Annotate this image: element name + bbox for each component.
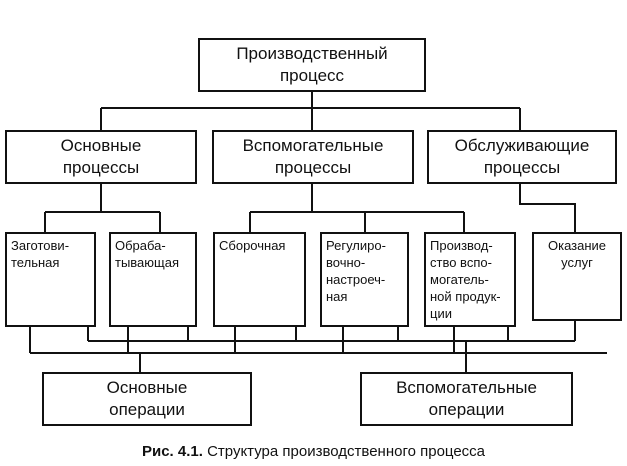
leaf-line: могатель- — [430, 272, 489, 287]
connector-service-to-leaf — [519, 183, 576, 232]
box-line: процессы — [62, 158, 140, 177]
leaf-line: Производ- — [430, 238, 493, 253]
leaf-line: тывающая — [115, 255, 180, 270]
leaf-box-aux-production: Производ- ство вспо- могатель- ной проду… — [424, 232, 516, 327]
leaf-line: Оказание — [547, 238, 607, 253]
leaf-box-assembly: Сборочная — [213, 232, 306, 327]
connector-auxiliary-to-leaves — [249, 183, 465, 232]
leaf-line: ции — [430, 306, 452, 321]
leaf-line: ство вспо- — [430, 255, 492, 270]
leaf-line: услуг — [561, 255, 593, 270]
root-box-production-process: Производственный процесс — [198, 38, 426, 92]
root-box-line: процесс — [279, 66, 345, 85]
figure-caption-label: Рис. 4.1. — [141, 443, 203, 460]
box-basic-operations: Основные операции — [42, 372, 252, 426]
leaf-line: Обраба- — [115, 238, 166, 253]
leaf-box-adjustment: Регулиро- вочно- настроеч- ная — [320, 232, 409, 327]
box-line: Основные — [60, 136, 142, 155]
leaf-box-procurement: Заготови- тельная — [5, 232, 96, 327]
box-line: процессы — [274, 158, 352, 177]
figure-caption: Рис. 4.1. Структура производственного пр… — [0, 443, 627, 460]
box-line: процессы — [483, 158, 561, 177]
connector-basic-to-leaves — [44, 183, 161, 232]
leaf-line: Сборочная — [219, 238, 286, 253]
leaf-line: тельная — [11, 255, 60, 270]
leaf-line: Заготови- — [11, 238, 70, 253]
box-service-processes: Обслуживающие процессы — [427, 130, 617, 184]
leaf-box-processing: Обраба- тывающая — [109, 232, 197, 327]
box-auxiliary-operations: Вспомогательные операции — [360, 372, 573, 426]
connector-leaves-down — [29, 320, 576, 353]
leaf-box-services: Оказание услуг — [532, 232, 622, 321]
connector-root-to-mid — [100, 91, 521, 130]
leaf-line: ная — [326, 289, 348, 304]
box-line: операции — [428, 400, 505, 419]
leaf-line: вочно- — [326, 255, 366, 270]
box-line: операции — [109, 400, 185, 419]
box-line: Основные — [106, 378, 188, 397]
leaf-line: ной продук- — [430, 289, 501, 304]
box-auxiliary-processes: Вспомогательные процессы — [212, 130, 414, 184]
root-box-line: Производственный — [236, 44, 388, 63]
figure-caption-text: Структура производственного процесса — [207, 443, 486, 460]
leaf-line: настроеч- — [326, 272, 386, 287]
box-line: Вспомогательные — [242, 136, 384, 155]
box-basic-processes: Основные процессы — [5, 130, 197, 184]
leaf-line: Регулиро- — [326, 238, 386, 253]
box-line: Обслуживающие — [454, 136, 590, 155]
box-line: Вспомогательные — [396, 378, 537, 397]
